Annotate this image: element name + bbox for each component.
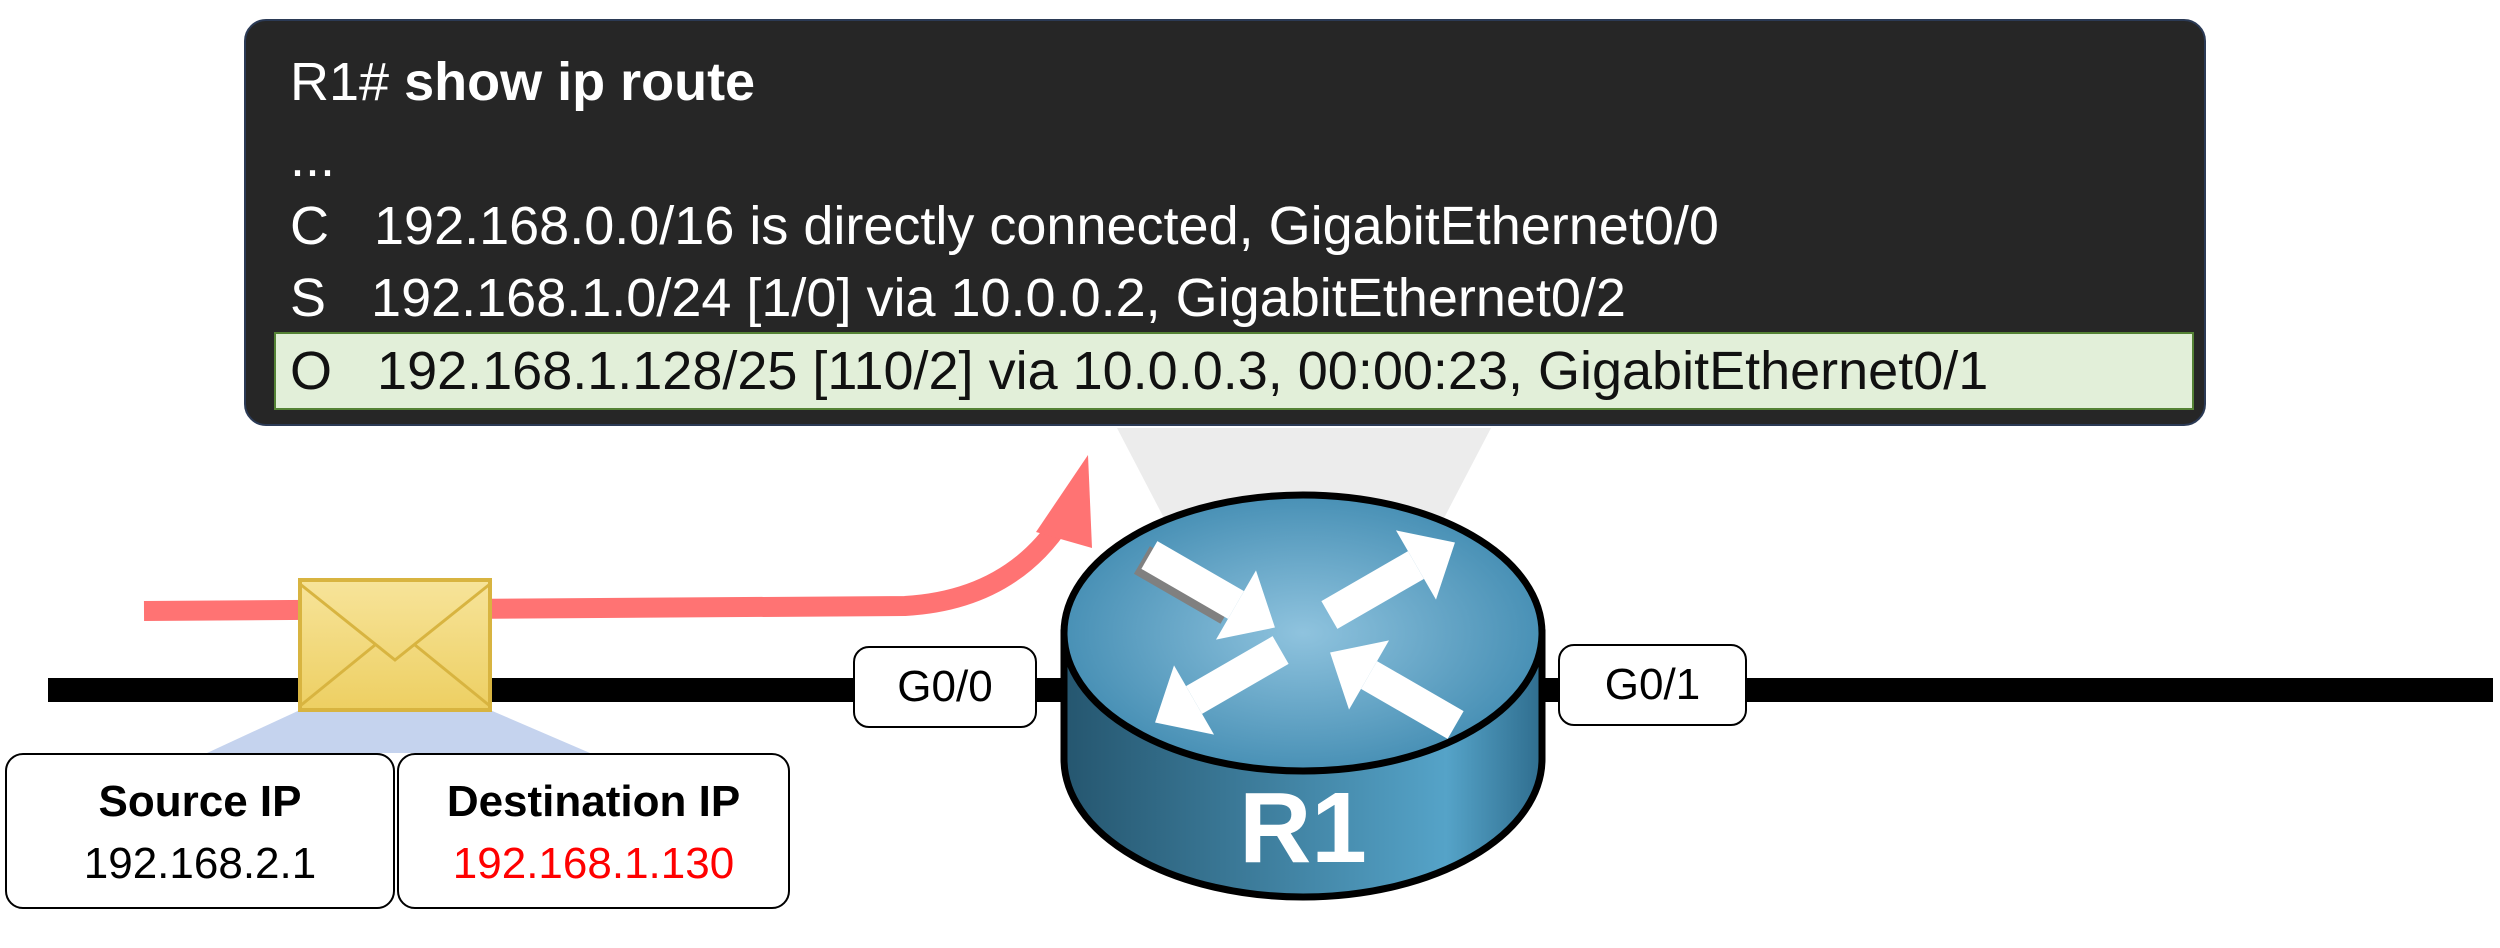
route-entry: O 192.168.1.128/25 [110/2] via 10.0.0.3,… bbox=[290, 344, 1988, 398]
destination-ip-box: Destination IP 192.168.1.130 bbox=[397, 753, 790, 909]
callout-pointer bbox=[1117, 428, 1491, 520]
interface-label-g0-0: G0/0 bbox=[853, 646, 1037, 728]
envelope-callout bbox=[207, 710, 590, 753]
destination-ip-value: 192.168.1.130 bbox=[452, 839, 735, 888]
prompt: R1# bbox=[290, 52, 405, 112]
ellipsis: ... bbox=[290, 128, 336, 188]
envelope-icon bbox=[298, 578, 492, 712]
command: show ip route bbox=[404, 52, 756, 112]
interface-label-g0-1: G0/1 bbox=[1558, 644, 1747, 726]
route-entry: C 192.168.0.0/16 is directly connected, … bbox=[290, 199, 1719, 253]
route-text: 192.168.1.0/24 [1/0] via 10.0.0.2, Gigab… bbox=[371, 268, 1626, 328]
router-name: R1 bbox=[1239, 772, 1367, 884]
route-text: 192.168.0.0/16 is directly connected, Gi… bbox=[374, 196, 1719, 256]
highlighted-route: O 192.168.1.128/25 [110/2] via 10.0.0.3,… bbox=[274, 332, 2194, 410]
source-ip-label: Source IP bbox=[98, 777, 302, 826]
destination-ip-label: Destination IP bbox=[446, 777, 741, 826]
packet-path-arrow bbox=[143, 514, 1071, 621]
router-icon bbox=[1060, 491, 1546, 901]
source-ip-value: 192.168.2.1 bbox=[83, 839, 317, 888]
command-line: R1# show ip route bbox=[290, 55, 755, 109]
arrowhead-icon bbox=[1036, 455, 1092, 548]
route-code: C bbox=[290, 196, 329, 256]
route-code: S bbox=[290, 268, 327, 328]
route-entry: S 192.168.1.0/24 [1/0] via 10.0.0.2, Gig… bbox=[290, 271, 1626, 325]
route-text: 192.168.1.128/25 [110/2] via 10.0.0.3, 0… bbox=[377, 341, 1989, 401]
route-code: O bbox=[290, 341, 333, 401]
source-ip-box: Source IP 192.168.2.1 bbox=[5, 753, 395, 909]
terminal-output: R1# show ip route ... C 192.168.0.0/16 i… bbox=[244, 19, 2206, 426]
